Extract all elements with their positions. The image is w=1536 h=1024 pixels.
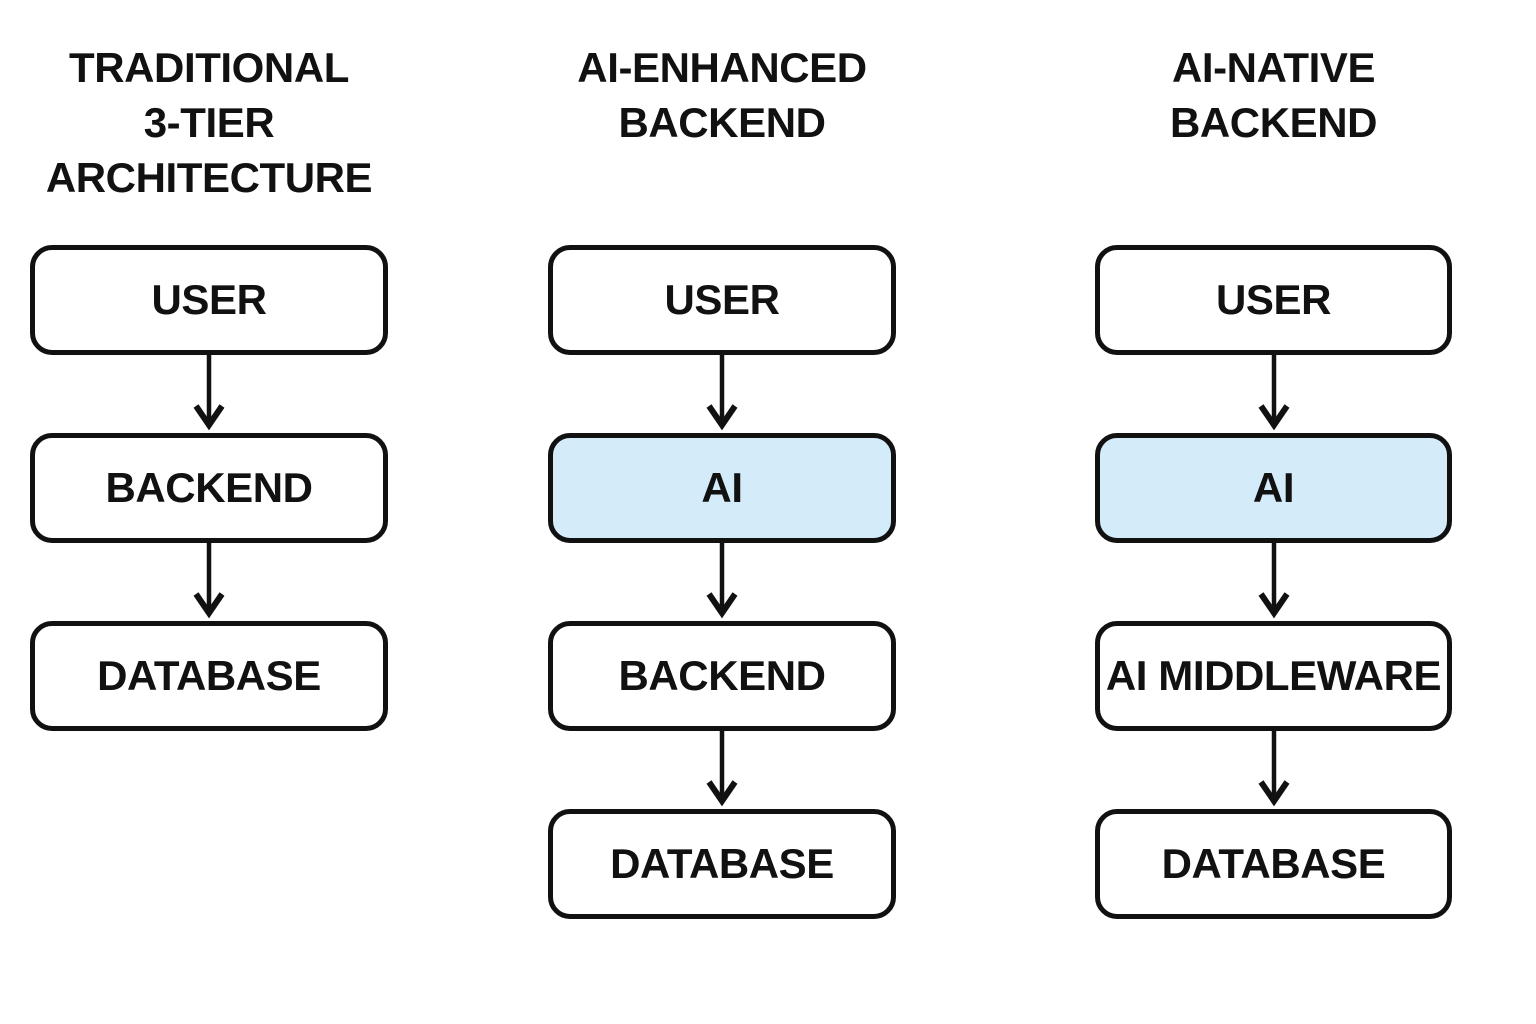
column-traditional-3-tier: TRADITIONAL 3-TIER ARCHITECTURE USER BAC… <box>30 0 388 731</box>
column-title: AI-ENHANCED BACKEND <box>577 44 867 146</box>
node-database: DATABASE <box>548 809 896 919</box>
arrow-down-icon <box>192 355 226 433</box>
node-backend: BACKEND <box>30 433 388 543</box>
arrow-down-icon <box>705 543 739 621</box>
node-user: USER <box>1095 245 1452 355</box>
node-user: USER <box>30 245 388 355</box>
node-ai-middleware: AI MIDDLEWARE <box>1095 621 1452 731</box>
node-ai: AI <box>548 433 896 543</box>
node-backend: BACKEND <box>548 621 896 731</box>
node-user: USER <box>548 245 896 355</box>
arrow-down-icon <box>705 731 739 809</box>
column-title: TRADITIONAL 3-TIER ARCHITECTURE <box>45 44 373 201</box>
arrow-down-icon <box>1257 731 1291 809</box>
node-ai: AI <box>1095 433 1452 543</box>
arrow-down-icon <box>705 355 739 433</box>
arrow-down-icon <box>192 543 226 621</box>
column-ai-native-backend: AI-NATIVE BACKEND USER AI AI MIDDLEWARE … <box>1095 0 1452 919</box>
arrow-down-icon <box>1257 355 1291 433</box>
node-database: DATABASE <box>1095 809 1452 919</box>
column-title: AI-NATIVE BACKEND <box>1169 44 1378 146</box>
arrow-down-icon <box>1257 543 1291 621</box>
column-ai-enhanced-backend: AI-ENHANCED BACKEND USER AI BACKEND DATA… <box>548 0 896 919</box>
node-database: DATABASE <box>30 621 388 731</box>
